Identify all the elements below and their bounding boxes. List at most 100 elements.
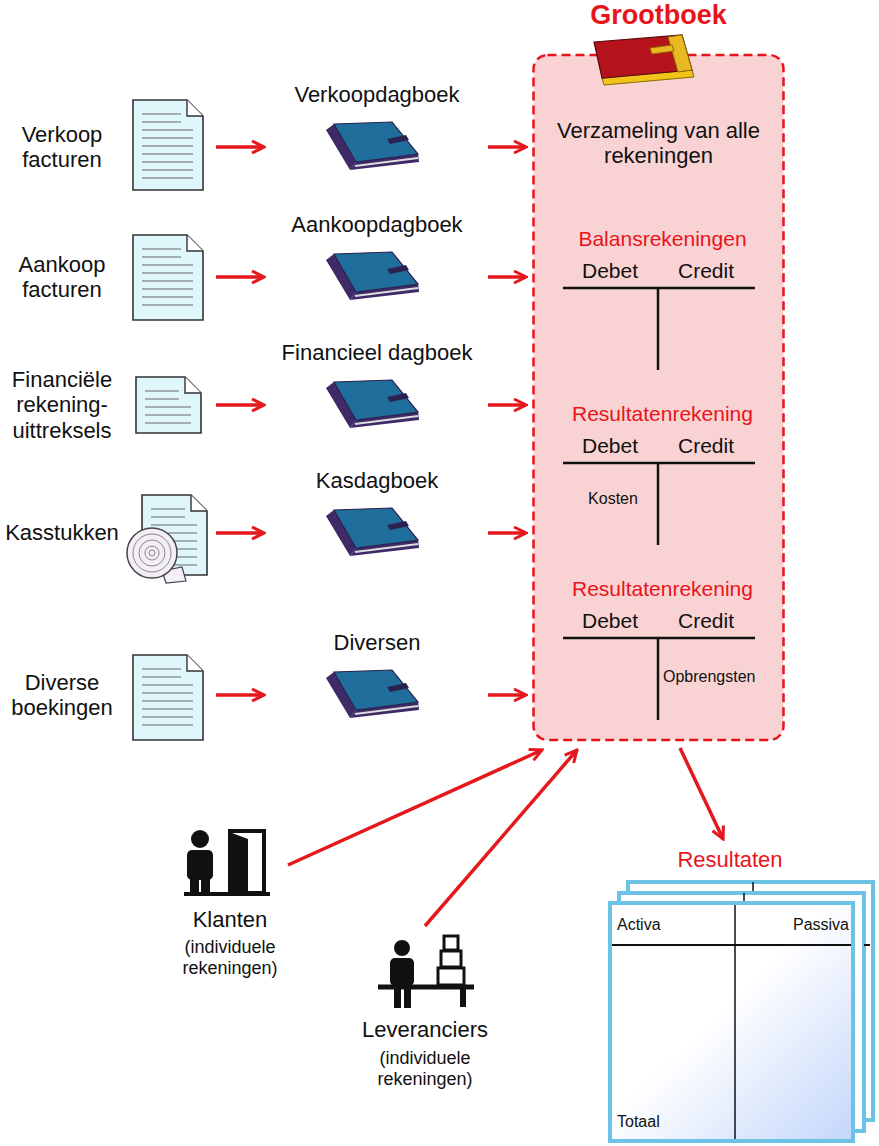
t-account: ResultatenrekeningDebet CreditKosten	[555, 400, 770, 545]
document-line	[142, 724, 193, 725]
node-text: Passiva	[738, 916, 849, 934]
node-label: Aankoop facturen	[2, 252, 122, 303]
customer-icon	[184, 830, 270, 894]
tape-roll	[127, 528, 186, 583]
person-head	[394, 940, 410, 956]
node-text: Kosten	[573, 490, 653, 508]
document-line	[142, 177, 193, 178]
document-line	[142, 296, 193, 297]
flow-arrow	[216, 693, 264, 697]
book-icon	[326, 670, 419, 718]
node-text: Opbrengsten	[663, 668, 769, 686]
flow-arrow	[680, 748, 723, 839]
document-line	[142, 145, 193, 146]
flow-arrow	[488, 275, 526, 279]
t-account-line	[657, 638, 660, 720]
sheet-front	[610, 903, 853, 1141]
ledger-cover	[594, 35, 692, 78]
document-line	[142, 169, 193, 170]
document-line	[151, 508, 185, 509]
flow-arrow	[488, 145, 526, 149]
node-label: Verkoop facturen	[2, 122, 122, 173]
node-label: Diverse boekingen	[2, 670, 122, 721]
document-line	[142, 676, 181, 677]
document-line	[145, 406, 191, 407]
t-account: BalansrekeningenDebetCredit	[555, 225, 770, 370]
t-account-line	[657, 288, 660, 370]
book-cover	[334, 252, 418, 292]
node-label: Financieel dagboek	[270, 340, 484, 365]
journal-book: Aankoopdagboek	[270, 212, 484, 302]
node-label: Kasdagboek	[270, 468, 484, 493]
node-label: Resultatenrekening	[555, 402, 770, 426]
document-line	[142, 121, 181, 122]
t-account: ResultatenrekeningDebetCreditOpbrengsten	[555, 575, 770, 720]
node-text: Verzameling van alle rekeningen	[542, 118, 775, 169]
sheet-line	[864, 944, 870, 946]
journal-book: Verkoopdagboek	[270, 82, 484, 172]
document-fold	[185, 377, 201, 393]
roll-ring	[139, 540, 165, 566]
document-outline	[133, 235, 203, 320]
document-line	[151, 516, 185, 517]
journal-book: Kasdagboek	[270, 468, 484, 558]
document-line	[142, 272, 193, 273]
document-line	[142, 161, 193, 162]
flow-arrow	[216, 145, 264, 149]
result-sheets: ResultatenActivaPassivaTotaal	[598, 845, 876, 1144]
book-strap	[387, 521, 409, 530]
node-label: Balansrekeningen	[555, 227, 770, 251]
roll-ring	[133, 534, 171, 572]
document-source: Financiële rekening- uittreksels	[2, 355, 212, 455]
node-text: Debet	[567, 434, 653, 458]
book-cover	[334, 508, 418, 548]
book-icon	[326, 508, 419, 556]
document-fold	[187, 655, 203, 671]
book-cover	[334, 670, 418, 710]
document-outline	[133, 100, 203, 190]
floor-line	[184, 892, 270, 896]
node-label: Financiële rekening- uittreksels	[2, 367, 122, 443]
book-cover	[334, 122, 418, 162]
person-head	[191, 830, 209, 848]
person-leg	[190, 875, 199, 893]
book-icon	[326, 122, 419, 170]
document-line	[142, 137, 193, 138]
book-icon	[326, 380, 419, 428]
node-text: Activa	[617, 916, 717, 934]
book-cover	[334, 380, 418, 420]
flow-arrow	[216, 531, 264, 535]
node-label: Leveranciers	[340, 1017, 510, 1042]
document-outline	[136, 377, 201, 433]
document-line	[142, 708, 193, 709]
document-line	[145, 414, 191, 415]
node-text: Debet	[567, 259, 653, 283]
node-text: Credit	[663, 609, 749, 633]
flow-arrow	[488, 531, 526, 535]
flow-arrow	[488, 693, 526, 697]
document-fold	[187, 235, 203, 251]
person-leg	[201, 875, 210, 893]
document-fold	[187, 100, 203, 116]
document-line	[142, 129, 193, 130]
roll-ring	[145, 546, 159, 560]
customer-node: Klanten(individuele rekeningen)	[160, 825, 300, 1000]
document-source: Diverse boekingen	[2, 645, 212, 745]
ledger-book-icon	[594, 35, 694, 85]
node-label: Klanten	[160, 907, 300, 932]
node-label: Diversen	[270, 630, 484, 655]
node-label: Resultaten	[598, 847, 862, 872]
ledger-outline	[534, 55, 784, 740]
book-strap	[387, 683, 409, 692]
document-line	[142, 280, 193, 281]
document-line	[142, 288, 193, 289]
roll-outline	[127, 528, 177, 578]
t-account-line	[657, 463, 660, 545]
document-line	[142, 684, 193, 685]
document-line	[142, 248, 181, 249]
node-shape	[598, 845, 876, 1144]
node-text: Credit	[663, 434, 749, 458]
document-line	[145, 398, 179, 399]
sheet-header-line	[612, 944, 851, 946]
document-line	[151, 524, 197, 525]
